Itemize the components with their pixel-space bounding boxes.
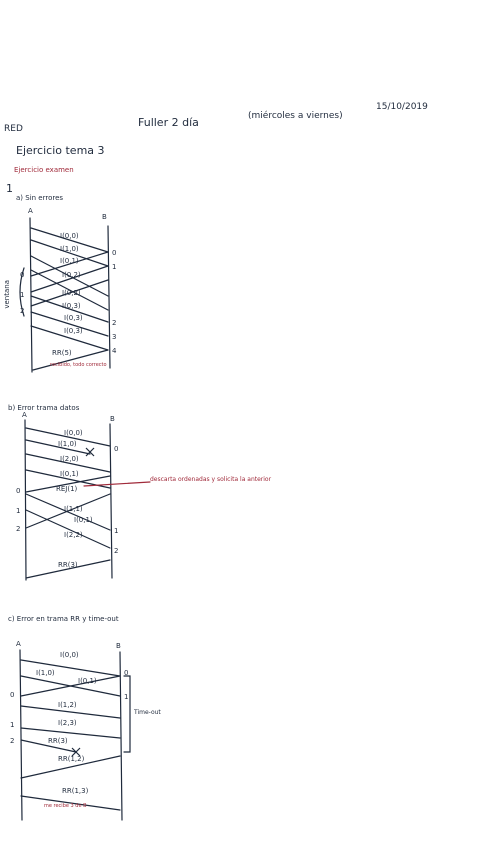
part-c-frame: RR(1,3) xyxy=(62,787,89,795)
part-b-annotation: descarta ordenadas y solicita la anterio… xyxy=(150,476,272,483)
part-a-right-num: 3 xyxy=(112,333,117,341)
part-c-frame: I(1,2) xyxy=(58,701,77,709)
part-c-left-num: 0 xyxy=(10,691,15,699)
part-b-frame: I(1,1) xyxy=(64,505,83,513)
timeline-b-station-a xyxy=(24,419,27,581)
part-a-label: a) Sin errores xyxy=(16,194,64,202)
page-title: Fuller 2 día xyxy=(138,116,199,129)
part-b-right-num: 2 xyxy=(114,547,119,555)
part-c-right-num: 0 xyxy=(124,669,129,677)
part-a-frame: I(0,2) xyxy=(62,271,81,279)
part-c-station-b: B xyxy=(116,642,121,650)
timeline-c-station-a xyxy=(19,649,23,821)
timeline-b-station-b xyxy=(109,423,113,579)
part-b-right-num: 1 xyxy=(114,527,119,535)
part-b-left-num: 0 xyxy=(16,487,21,495)
timeline-c-station-b xyxy=(119,651,123,821)
part-a-right-num: 1 xyxy=(112,263,117,271)
part-a-frame: I(0,3) xyxy=(64,327,83,335)
part-a-foot-note: recibido, todo correcto xyxy=(50,362,107,368)
part-a-frame: I(0,2) xyxy=(62,289,81,297)
timeline-a-station-b xyxy=(107,225,111,369)
part-a-side-note: ventana xyxy=(3,280,11,309)
part-b-frame: I(2,2) xyxy=(64,531,83,539)
timeline-a-station-a xyxy=(29,217,33,373)
part-b-rr: RR(3) xyxy=(58,561,78,569)
part-c-frame: I(0,0) xyxy=(60,651,79,659)
part-c-frame: RR(1,2) xyxy=(58,755,85,763)
part-a-right-num: 4 xyxy=(112,347,117,355)
section-title: Ejercicio tema 3 xyxy=(16,144,105,157)
part-a-right-num: 0 xyxy=(112,249,117,257)
part-c-timeout: Time-out xyxy=(134,709,161,716)
part-c-frame: RR(3) xyxy=(48,737,68,745)
part-b-frame: I(0,1) xyxy=(74,516,93,524)
part-c-right-num: 1 xyxy=(124,693,129,701)
part-b-frame: REJ(1) xyxy=(56,485,78,493)
part-a-left-num: 2 xyxy=(20,307,25,315)
part-a-frame: I(0,1) xyxy=(60,257,79,265)
part-c-station-a: A xyxy=(16,640,21,648)
page-subtitle: (miércoles a viernes) xyxy=(248,111,343,121)
part-b-frame: I(2,0) xyxy=(60,455,79,463)
part-a-station-a: A xyxy=(28,207,33,215)
part-c-left-num: 2 xyxy=(10,737,15,745)
part-b-label: b) Error trama datos xyxy=(8,404,80,412)
part-a-right-num: 2 xyxy=(112,319,117,327)
page-date: 15/10/2019 xyxy=(376,102,428,112)
section-number: 1 xyxy=(6,182,13,195)
part-a-station-b: B xyxy=(102,213,107,221)
part-b-frame: I(1,0) xyxy=(58,440,77,448)
part-a-rr: RR(5) xyxy=(52,349,72,357)
part-b-frame: I(0,1) xyxy=(60,470,79,478)
part-c-left-num: 1 xyxy=(10,721,15,729)
part-b-left-num: 2 xyxy=(16,525,21,533)
part-a-frame: I(0,0) xyxy=(60,232,79,240)
section-note: Ejercicio examen xyxy=(14,166,74,174)
part-c-frame: I(2,3) xyxy=(58,719,77,727)
part-b-right-num: 0 xyxy=(114,445,119,453)
part-b-frame: I(0,0) xyxy=(64,429,83,437)
part-a-frame: I(1,0) xyxy=(60,245,79,253)
part-b-left-num: 1 xyxy=(16,507,21,515)
part-c-frame: I(1,0) xyxy=(36,669,55,677)
course-label: RED xyxy=(4,124,23,134)
part-c-label: c) Error en trama RR y time-out xyxy=(8,615,119,623)
part-a-left-num: 1 xyxy=(20,291,25,299)
part-b-station-a: A xyxy=(22,411,27,419)
part-a-frame: I(0,3) xyxy=(62,302,81,310)
part-a-left-num: 0 xyxy=(20,271,25,279)
part-a-frame: I(0,3) xyxy=(64,314,83,322)
part-c-foot-note: me recibe 3 de B xyxy=(44,803,87,809)
part-c-frame: I(0,1) xyxy=(78,677,97,685)
part-b-station-b: B xyxy=(110,415,115,423)
